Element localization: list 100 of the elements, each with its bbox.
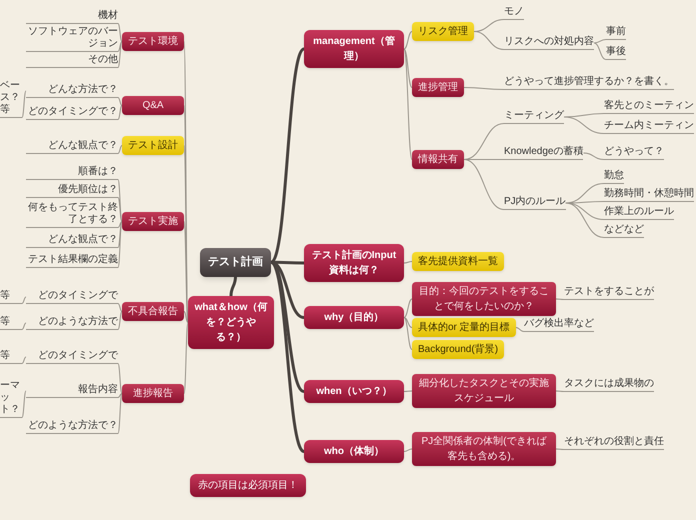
branch-line (184, 311, 188, 323)
branch-line (184, 322, 188, 394)
branch-line (22, 90, 26, 118)
branch-label: リスクへの対処内容 (504, 36, 594, 50)
branch-label: PJ内のルール (504, 196, 566, 210)
branch-label: どんな方法で？ (26, 84, 118, 98)
branch-label: 報告内容 (26, 384, 118, 398)
branch-line (556, 298, 564, 300)
branch-label: 何をもってテスト終了とする？ (26, 202, 118, 228)
branch-line (515, 327, 524, 332)
branch-line (404, 298, 412, 318)
branch-label: 機材 (26, 10, 118, 24)
branch-line (404, 261, 412, 264)
branch-label: バグ検出率など (524, 318, 594, 332)
branch-line (118, 221, 122, 268)
branch-label: などなど (604, 224, 644, 238)
branch-line (118, 97, 122, 106)
branch-label: その他 (26, 54, 118, 68)
branch-line (118, 303, 122, 312)
branch-line (464, 123, 504, 160)
branch-line (118, 197, 122, 222)
branch-line (22, 356, 26, 364)
subtopic-box: 進捗管理 (412, 78, 464, 97)
branch-line (118, 221, 122, 248)
topic-box: why（目的） (304, 306, 404, 329)
branch-line (118, 105, 122, 120)
branch-line (565, 202, 604, 220)
subtopic-box: 目的：今回のテストをすることで何をしたいのか？ (412, 282, 556, 316)
topic-box: who（体制） (304, 440, 404, 463)
topic-box: what＆how（何を？どうやる？） (188, 296, 274, 349)
branch-label: 勤務時間・休憩時間 (604, 188, 694, 202)
branch-line (22, 322, 26, 330)
branch-line (464, 159, 504, 160)
branch-label: 等 (0, 290, 22, 304)
branch-line (594, 42, 606, 60)
subtopic-box: 情報共有 (412, 150, 464, 169)
branch-line (556, 390, 564, 392)
branch-line (118, 393, 122, 398)
central-topic: テスト計画 (200, 248, 271, 276)
branch-label: 勤怠 (604, 170, 624, 184)
branch-line (270, 261, 306, 453)
branch-label: 優先順位は？ (26, 184, 118, 198)
branch-label: 等 (0, 316, 22, 330)
topic-box: when（いつ？） (304, 380, 404, 403)
branch-line (565, 202, 604, 238)
branch-line (404, 317, 412, 328)
branch-line (22, 390, 26, 418)
subtopic-box: リスク管理 (412, 22, 474, 41)
branch-line (404, 31, 412, 50)
branch-line (556, 448, 564, 450)
branch-label: どんな観点で？ (26, 234, 118, 248)
branch-label: ソフトウェアのバージョン (26, 26, 118, 52)
branch-line (118, 23, 122, 42)
branch-label: どのタイミングで (26, 290, 118, 304)
branch-label: テストをすることが (564, 286, 654, 300)
branch-line (118, 311, 122, 330)
subtopic-box: Background(背景) (412, 340, 504, 359)
branch-label: 順番は？ (26, 166, 118, 180)
branch-label: 作業上のルール (604, 206, 674, 220)
subtopic-box: 具体的or 定量的目標 (412, 318, 516, 337)
branch-line (22, 296, 26, 304)
branch-line (230, 276, 237, 296)
branch-line (118, 145, 122, 154)
note-box: 赤の項目は必須項目！ (190, 474, 306, 497)
branch-line (118, 363, 122, 394)
branch-line (404, 390, 412, 392)
branch-label: どのタイミングで？ (26, 106, 118, 120)
branch-line (464, 87, 504, 90)
topic-box: management（管理） (304, 30, 404, 68)
branch-line (404, 48, 412, 88)
subtopic-box: Q&A (122, 96, 184, 115)
branch-line (404, 48, 412, 160)
branch-line (464, 159, 504, 210)
subtopic-box: テスト実施 (122, 212, 184, 231)
branch-line (582, 152, 604, 160)
branch-line (404, 448, 412, 452)
branch-label: どんな観点で？ (26, 140, 118, 154)
branch-label: ーマット？ (0, 380, 22, 418)
branch-line (118, 41, 122, 52)
subtopic-box: 進捗報告 (122, 384, 184, 403)
branch-line (474, 31, 504, 50)
subtopic-box: PJ全関係者の体制(できれば客先も含める)。 (412, 432, 556, 466)
branch-line (404, 317, 412, 350)
branch-line (594, 39, 606, 44)
branch-label: モノ (504, 6, 524, 20)
branch-label: どうやって進捗管理するか？を書く。 (504, 76, 674, 90)
branch-line (118, 179, 122, 222)
branch-line (564, 116, 604, 134)
subtopic-box: 不具合報告 (122, 302, 184, 321)
branch-label: タスクには成果物の (564, 378, 654, 392)
subtopic-box: 客先提供資料一覧 (412, 252, 504, 271)
branch-label: Knowledgeの蓄積 (504, 146, 584, 160)
subtopic-box: テスト設計 (122, 136, 184, 155)
branch-label: ベース？等 (0, 80, 22, 118)
branch-label: ミーティング (504, 110, 564, 124)
branch-label: どのような方法で (26, 316, 118, 330)
branch-label: 事前 (606, 26, 626, 40)
topic-box: テスト計画のInput資料は何？ (304, 244, 404, 282)
branch-label: どのタイミングで (26, 350, 118, 364)
branch-label: どのような方法で？ (26, 420, 118, 434)
